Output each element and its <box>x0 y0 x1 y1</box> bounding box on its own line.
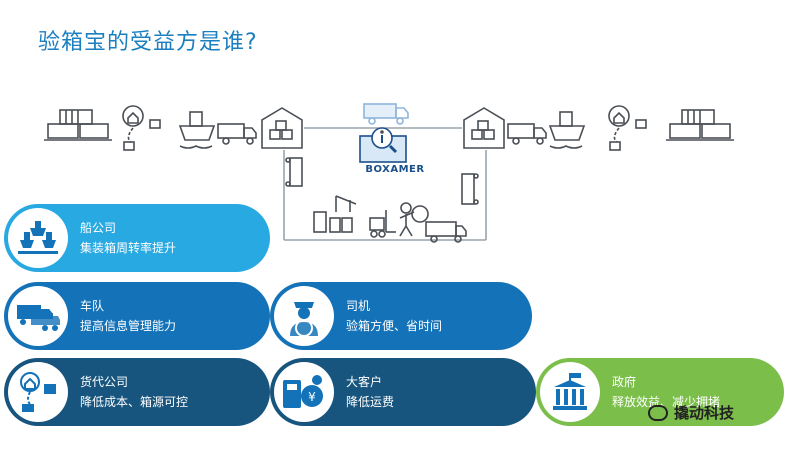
beneficiary-name: 政府 <box>612 375 637 389</box>
beneficiary-name: 大客户 <box>346 375 383 389</box>
container-stack-icon-right <box>666 109 734 141</box>
beneficiary-major-client: ¥ 大客户 降低运费 <box>270 358 536 426</box>
forklift-icon <box>369 210 396 238</box>
beneficiary-desc: 释放效益、减少拥堵 <box>612 395 721 409</box>
beneficiary-desc: 提高信息管理能力 <box>80 319 177 333</box>
truck-icon-left <box>217 123 257 145</box>
watermark-text: 撬动科技 <box>674 404 735 422</box>
beneficiary-driver: 司机 验箱方便、省时间 <box>270 282 532 350</box>
beneficiary-name: 车队 <box>80 299 105 313</box>
svg-text:¥: ¥ <box>308 390 316 404</box>
truck-icon-bottom <box>425 221 467 243</box>
beneficiary-name: 货代公司 <box>80 375 129 389</box>
port-crane-icon <box>313 195 357 233</box>
warehouse-icon-right <box>463 107 505 149</box>
inspector-icon <box>399 202 429 237</box>
beneficiary-name: 司机 <box>346 299 371 313</box>
driver-icon <box>274 286 334 346</box>
page-title: 验箱宝的受益方是谁? <box>38 30 258 55</box>
rail-container-icon-right <box>461 173 479 205</box>
beneficiary-government: 政府 释放效益、减少拥堵 <box>536 358 784 426</box>
beneficiary-desc: 验箱方便、省时间 <box>346 319 443 333</box>
beneficiary-shipping-company: 船公司 集装箱周转率提升 <box>4 204 270 272</box>
beneficiary-name: 船公司 <box>80 221 117 235</box>
wechat-icon <box>648 404 668 421</box>
truck-icon-center <box>363 103 409 125</box>
rail-container-icon-left <box>285 157 303 187</box>
forwarder-icon <box>8 362 68 422</box>
ships-icon <box>8 208 68 268</box>
ship-icon-left <box>178 111 216 149</box>
location-pin-icon-right <box>608 105 647 151</box>
trucks-icon <box>8 286 68 346</box>
truck-icon-right <box>507 123 547 145</box>
beneficiary-fleet: 车队 提高信息管理能力 <box>4 282 270 350</box>
container-stack-icon-left <box>44 109 112 141</box>
beneficiary-desc: 集装箱周转率提升 <box>80 241 177 255</box>
ship-icon-right <box>548 111 586 149</box>
watermark: 撬动科技 <box>648 402 734 423</box>
logistics-diagram <box>44 103 734 243</box>
boxamer-label: BOXAMER <box>365 164 425 175</box>
boxamer-logo-icon <box>359 127 407 163</box>
beneficiary-desc: 降低成本、箱源可控 <box>80 395 189 409</box>
location-pin-icon-left <box>122 105 161 151</box>
government-icon <box>540 362 600 422</box>
beneficiary-desc: 降低运费 <box>346 395 395 409</box>
client-icon: ¥ <box>274 362 334 422</box>
warehouse-icon-left <box>261 107 303 149</box>
beneficiary-freight-forwarder: 货代公司 降低成本、箱源可控 <box>4 358 270 426</box>
